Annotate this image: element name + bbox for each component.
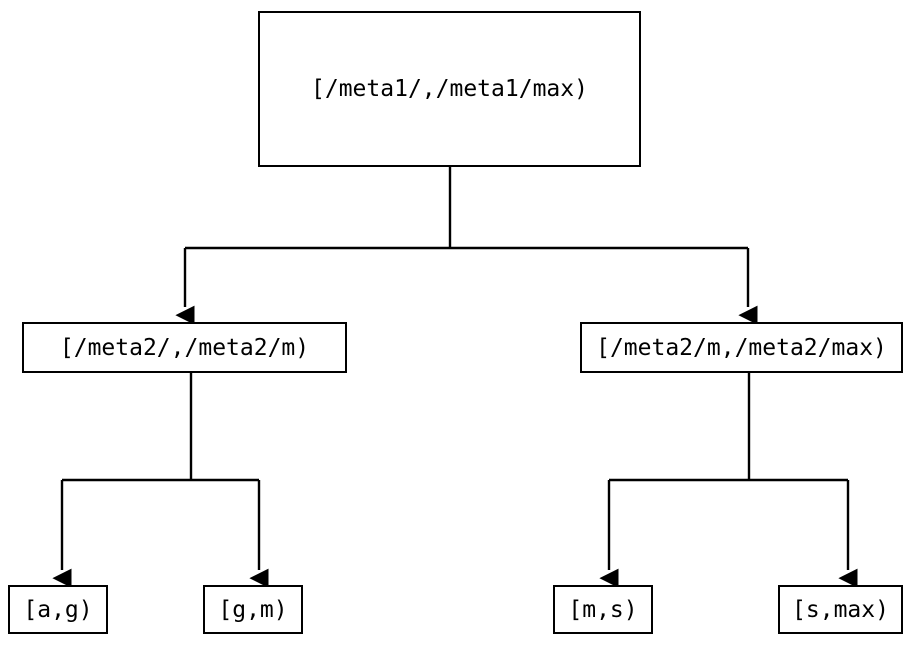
node-mid-left-label: [/meta2/,/meta2/m): [59, 334, 310, 361]
node-leaf-s-max-label: [s,max): [792, 596, 889, 623]
node-mid-right-label: [/meta2/m,/meta2/max): [596, 334, 887, 361]
node-leaf-g-m-label: [g,m): [218, 596, 288, 623]
node-leaf-g-m[interactable]: [g,m): [203, 585, 303, 634]
node-leaf-s-max[interactable]: [s,max): [778, 585, 903, 634]
node-root[interactable]: [/meta1/,/meta1/max): [258, 11, 641, 167]
node-leaf-m-s-label: [m,s): [568, 596, 638, 623]
node-mid-right[interactable]: [/meta2/m,/meta2/max): [580, 322, 903, 373]
node-leaf-m-s[interactable]: [m,s): [553, 585, 653, 634]
node-root-label: [/meta1/,/meta1/max): [311, 76, 588, 102]
node-leaf-a-g[interactable]: [a,g): [8, 585, 108, 634]
node-mid-left[interactable]: [/meta2/,/meta2/m): [22, 322, 347, 373]
node-leaf-a-g-label: [a,g): [23, 596, 93, 623]
